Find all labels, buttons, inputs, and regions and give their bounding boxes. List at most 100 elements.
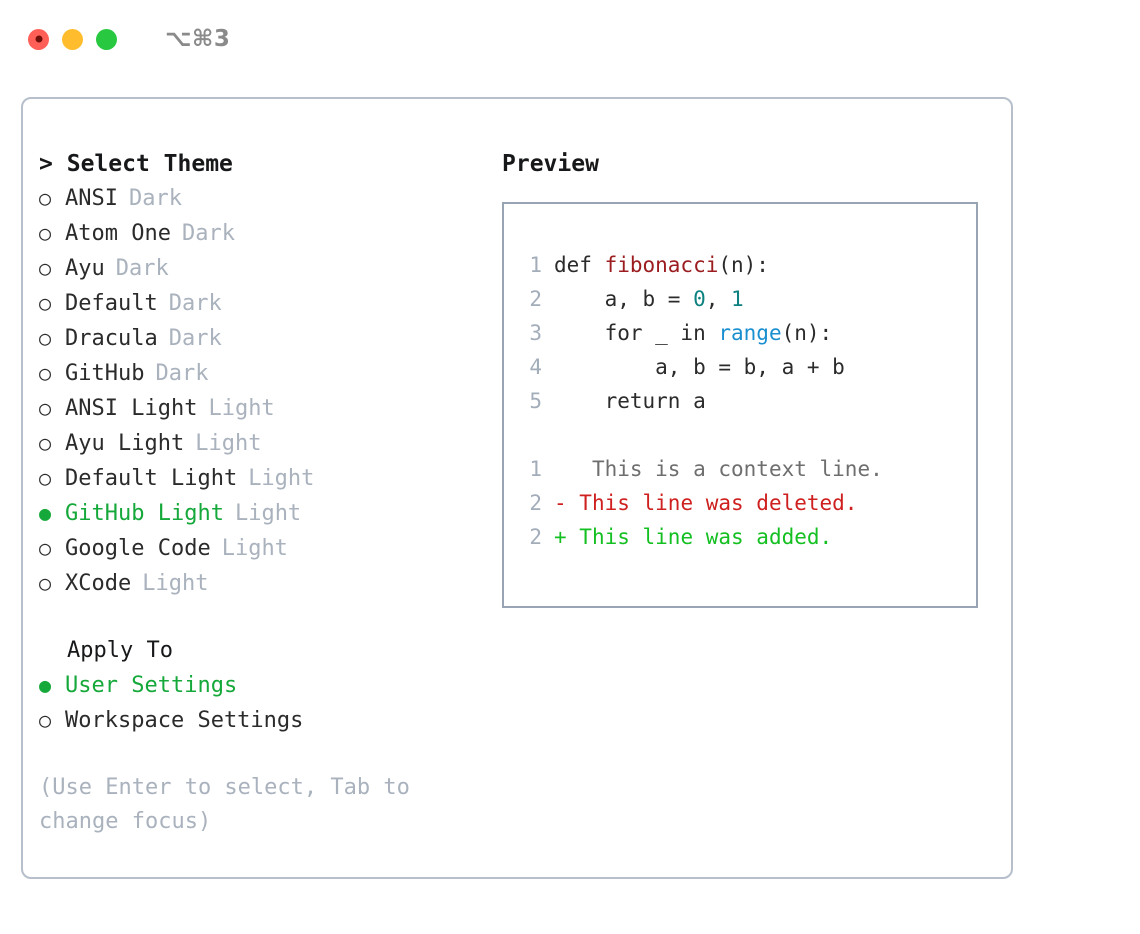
code-line: 2 a, b = 0, 1: [518, 282, 976, 316]
diff-line-context: 1 This is a context line.: [518, 452, 976, 486]
theme-option-tag: Light: [234, 501, 302, 526]
code-token-num: 0: [693, 287, 706, 311]
maximize-button[interactable]: [96, 28, 117, 50]
theme-option-tag: Dark: [115, 256, 169, 281]
diff-line-text: - This line was deleted.: [554, 486, 857, 520]
theme-option-ansi-light[interactable]: ○ ANSI Light Light: [39, 391, 469, 426]
code-token-plain: a, b =: [554, 287, 694, 311]
apply-to-option-label: Workspace Settings: [65, 708, 304, 733]
code-token-plain: (n):: [781, 321, 833, 345]
minimize-button[interactable]: [62, 28, 83, 50]
theme-option-tag: Light: [142, 571, 209, 596]
code-token-func: fibonacci: [604, 253, 719, 277]
code-line-text: for _ in range(n):: [554, 316, 833, 350]
code-token-plain: return a: [554, 389, 706, 413]
apply-to-option-workspace-settings[interactable]: ○ Workspace Settings: [39, 703, 469, 738]
title-bar: ⌥⌘3: [0, 0, 1140, 78]
line-number: 3: [529, 321, 542, 345]
line-number: 4: [529, 355, 542, 379]
theme-option-label: Google Code: [65, 536, 211, 561]
radio-unselected-icon: ○: [39, 256, 52, 280]
radio-unselected-icon: ○: [39, 571, 52, 595]
code-token-plain: for _ in: [554, 321, 719, 345]
code-line-text: def fibonacci(n):: [554, 248, 769, 282]
diff-text: This line was deleted.: [566, 491, 858, 515]
theme-option-tag: Dark: [128, 186, 182, 211]
code-line: 3 for _ in range(n):: [518, 316, 976, 350]
diff-marker: [554, 457, 567, 481]
theme-option-tag: Light: [208, 396, 275, 421]
diff-marker: -: [554, 491, 567, 515]
code-line-text: a, b = b, a + b: [554, 350, 845, 384]
caret-icon: >: [39, 151, 53, 177]
radio-unselected-icon: ○: [39, 466, 52, 490]
apply-to-list: ●User Settings ○ Workspace Settings: [39, 668, 469, 738]
diff-text: This is a context line.: [566, 457, 883, 481]
theme-option-tag: Light: [221, 536, 288, 561]
theme-option-ansi[interactable]: ○ ANSI Dark: [39, 181, 469, 216]
line-number: 2: [529, 287, 542, 311]
theme-option-tag: Dark: [181, 221, 235, 246]
code-line: 4 a, b = b, a + b: [518, 350, 976, 384]
code-token-plain: a, b = b, a + b: [554, 355, 845, 379]
diff-sample: 1 This is a context line.2- This line wa…: [518, 452, 976, 554]
diff-line-add: 2 + This line was added.: [518, 520, 976, 554]
radio-unselected-icon: ○: [39, 291, 52, 315]
theme-option-default-light[interactable]: ○ Default Light Light: [39, 461, 469, 496]
preview-heading: Preview: [502, 151, 599, 177]
close-button[interactable]: [28, 28, 49, 50]
radio-unselected-icon: ○: [39, 186, 52, 210]
line-number: 2: [529, 491, 542, 515]
keyboard-shortcut-label: ⌥⌘3: [165, 26, 231, 52]
page-title: > Select Theme: [39, 147, 469, 181]
radio-unselected-icon: ○: [39, 536, 52, 560]
theme-option-ayu-light[interactable]: ○ Ayu Light Light: [39, 426, 469, 461]
radio-unselected-icon: ○: [39, 326, 52, 350]
code-token-plain: (n):: [718, 253, 769, 277]
theme-option-google-code[interactable]: ○ Google Code Light: [39, 531, 469, 566]
apply-to-section: Apply To ●User Settings○Workspace Settin…: [39, 634, 469, 738]
code-token-plain: def: [554, 253, 605, 277]
line-number: 1: [529, 457, 542, 481]
theme-option-label: Atom One: [65, 221, 171, 246]
radio-unselected-icon: ○: [39, 361, 52, 385]
diff-line-text: This is a context line.: [554, 452, 883, 486]
code-line-text: a, b = 0, 1: [554, 282, 744, 316]
radio-unselected-icon: ○: [39, 431, 52, 455]
theme-option-xcode[interactable]: ○ XCode Light: [39, 566, 469, 601]
hint-text: (Use Enter to select, Tab to change focu…: [39, 775, 424, 834]
line-number: 2: [529, 525, 542, 549]
theme-option-tag: Dark: [168, 291, 222, 316]
radio-unselected-icon: ○: [39, 708, 52, 732]
radio-unselected-icon: ○: [39, 221, 52, 245]
code-line-text: return a: [554, 384, 706, 418]
apply-to-option-label: User Settings: [65, 673, 238, 698]
line-number: 5: [529, 389, 542, 413]
diff-line-text: + This line was added.: [554, 520, 832, 554]
theme-option-label: ANSI: [65, 186, 118, 211]
theme-option-ayu[interactable]: ○ Ayu Dark: [39, 251, 469, 286]
code-token-plain: ,: [705, 287, 732, 311]
theme-option-label: Default Light: [65, 466, 238, 491]
theme-option-label: Ayu: [65, 256, 105, 281]
theme-option-tag: Light: [248, 466, 315, 491]
radio-unselected-icon: ○: [39, 396, 52, 420]
theme-option-label: XCode: [65, 571, 132, 596]
theme-option-label: ANSI Light: [65, 396, 198, 421]
theme-option-atom-one[interactable]: ○ Atom One Dark: [39, 216, 469, 251]
code-token-builtin: range: [718, 321, 782, 345]
theme-option-tag: Dark: [168, 326, 222, 351]
theme-option-label: Ayu Light: [65, 431, 185, 456]
page-title-text: Select Theme: [66, 151, 233, 177]
theme-option-tag: Light: [195, 431, 262, 456]
apply-to-option-user-settings[interactable]: ●User Settings: [39, 668, 469, 703]
traffic-light-group: [28, 28, 117, 50]
